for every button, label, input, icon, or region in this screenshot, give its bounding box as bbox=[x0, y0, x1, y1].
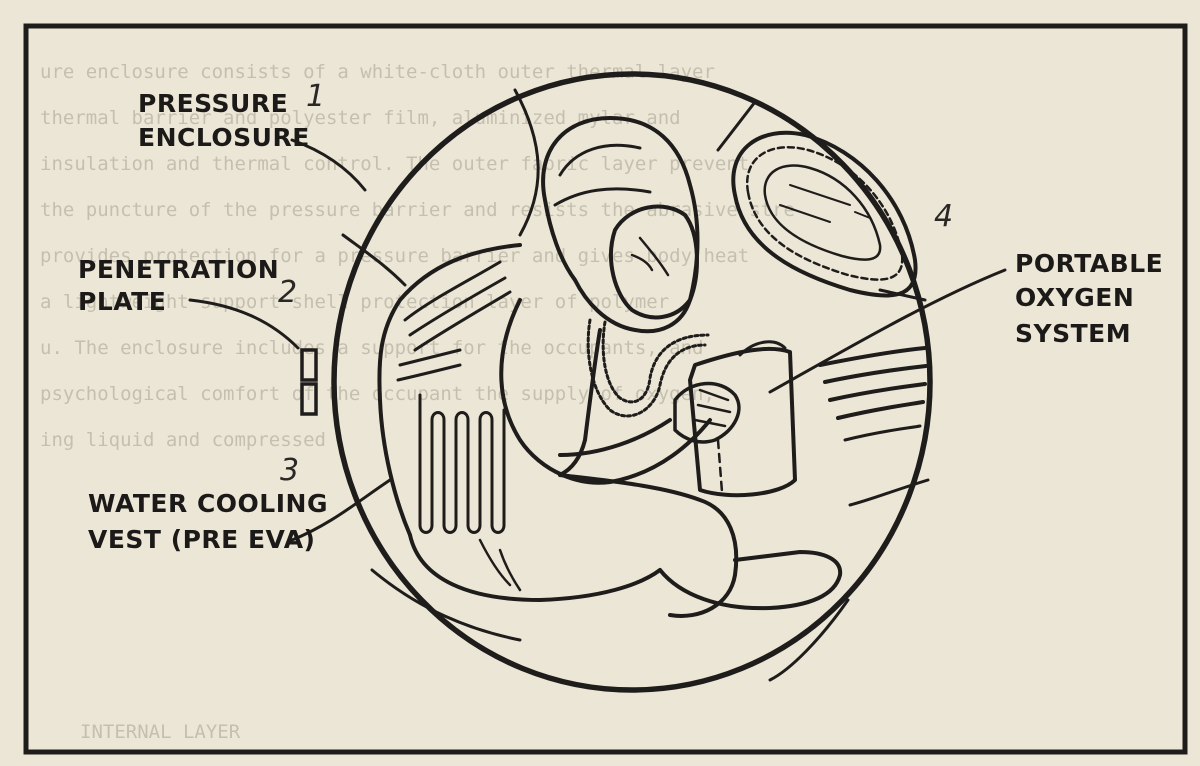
panel-seam bbox=[513, 88, 540, 237]
torso-back bbox=[377, 243, 522, 537]
handwritten-number: 2 bbox=[278, 275, 297, 310]
viewport-frame bbox=[731, 130, 918, 298]
face-profile bbox=[638, 236, 670, 277]
leader-lines bbox=[188, 138, 1007, 542]
pressure-sphere bbox=[331, 71, 933, 693]
leader-portable-oxygen bbox=[768, 268, 1007, 394]
hatch-stripe bbox=[828, 382, 927, 402]
hand bbox=[673, 381, 741, 444]
view-port bbox=[731, 130, 918, 298]
label-line: PRESSURE bbox=[138, 89, 288, 118]
handwritten-number: 1 bbox=[306, 79, 325, 114]
penetration-plate bbox=[300, 348, 318, 416]
hatch-stripe bbox=[836, 400, 925, 420]
panel-seam bbox=[878, 288, 927, 302]
hatch-edge bbox=[818, 346, 928, 442]
bleed-line: a lightweight support shell protection l… bbox=[40, 291, 669, 313]
label-line: PENETRATION bbox=[78, 255, 279, 284]
plate-lower bbox=[300, 382, 318, 416]
arm bbox=[499, 298, 712, 485]
label-pressure-enclosure: PRESSURE ENCLOSURE bbox=[138, 89, 310, 152]
bleed-line: ure enclosure consists of a white-cloth … bbox=[40, 61, 715, 83]
figure-frame bbox=[23, 23, 1188, 755]
plate-upper bbox=[300, 348, 318, 382]
handwritten-number: 3 bbox=[280, 453, 299, 488]
foot bbox=[658, 550, 843, 611]
label-line: PORTABLE bbox=[1015, 249, 1163, 278]
panel-seam bbox=[716, 100, 757, 152]
panel-seam bbox=[341, 233, 407, 287]
thigh bbox=[408, 533, 662, 602]
label-line: WATER COOLING bbox=[88, 489, 328, 518]
leader-pressure-enclosure bbox=[290, 138, 367, 192]
forearm bbox=[558, 418, 672, 457]
viewport-window bbox=[763, 164, 882, 261]
bleed-footer: INTERNAL LAYER bbox=[80, 721, 241, 743]
label-line: VEST (PRE EVA) bbox=[88, 525, 315, 554]
panel-seam bbox=[848, 478, 930, 507]
leg-fold bbox=[478, 538, 522, 592]
cooling-tube bbox=[403, 260, 512, 352]
oxygen-unit-cap bbox=[738, 340, 787, 357]
panel-seam bbox=[370, 568, 522, 642]
oxygen-unit-detail bbox=[716, 438, 724, 494]
oxygen-hose bbox=[601, 320, 710, 404]
label-water-cooling-vest: WATER COOLING VEST (PRE EVA) bbox=[88, 489, 328, 554]
sphere-outline bbox=[331, 71, 933, 693]
hood-seam bbox=[553, 187, 652, 207]
bleed-line: the puncture of the pressure barrier and… bbox=[40, 199, 795, 221]
handwritten-number: 4 bbox=[934, 199, 953, 234]
label-portable-oxygen-system: PORTABLE OXYGEN SYSTEM bbox=[1015, 249, 1163, 348]
bleed-line: ing liquid and compressed bbox=[40, 429, 326, 451]
bleed-line: insulation and thermal control. The oute… bbox=[40, 153, 749, 175]
fingers bbox=[693, 388, 732, 428]
leader-penetration-plate bbox=[188, 298, 300, 350]
label-line: PLATE bbox=[78, 287, 166, 316]
bleed-line: psychological comfort of the occupant th… bbox=[40, 383, 715, 405]
bleed-through-text: ure enclosure consists of a white-cloth … bbox=[40, 61, 795, 743]
panel-seam bbox=[768, 598, 850, 682]
cooling-tube bbox=[396, 348, 462, 382]
torso-front bbox=[558, 328, 602, 477]
portable-oxygen-unit bbox=[688, 346, 797, 498]
label-line: OXYGEN bbox=[1015, 283, 1134, 312]
viewport-seal bbox=[745, 146, 904, 281]
cooling-tube-loops bbox=[418, 393, 506, 534]
hatch-stripe bbox=[818, 346, 927, 367]
occupant-figure bbox=[377, 116, 843, 618]
hatch-stripe bbox=[843, 424, 922, 442]
bleed-line: thermal barrier and polyester film, alum… bbox=[40, 107, 681, 129]
label-line: SYSTEM bbox=[1015, 319, 1131, 348]
window-reflection bbox=[779, 184, 871, 223]
oxygen-hose bbox=[586, 318, 707, 418]
hood-seam bbox=[558, 143, 642, 177]
label-penetration-plate: PENETRATION PLATE bbox=[78, 255, 279, 316]
leader-water-cooling-vest bbox=[290, 478, 392, 542]
handwritten-numbers: 1 2 3 4 bbox=[278, 79, 953, 488]
bleed-line: provides protection for a pressure barri… bbox=[40, 245, 749, 267]
hatch-stripe bbox=[823, 364, 928, 384]
label-line: ENCLOSURE bbox=[138, 123, 310, 152]
bleed-line: u. The enclosure includes a support for … bbox=[40, 337, 703, 359]
knee bbox=[558, 473, 739, 618]
face-profile bbox=[630, 253, 654, 272]
visor bbox=[609, 204, 699, 320]
